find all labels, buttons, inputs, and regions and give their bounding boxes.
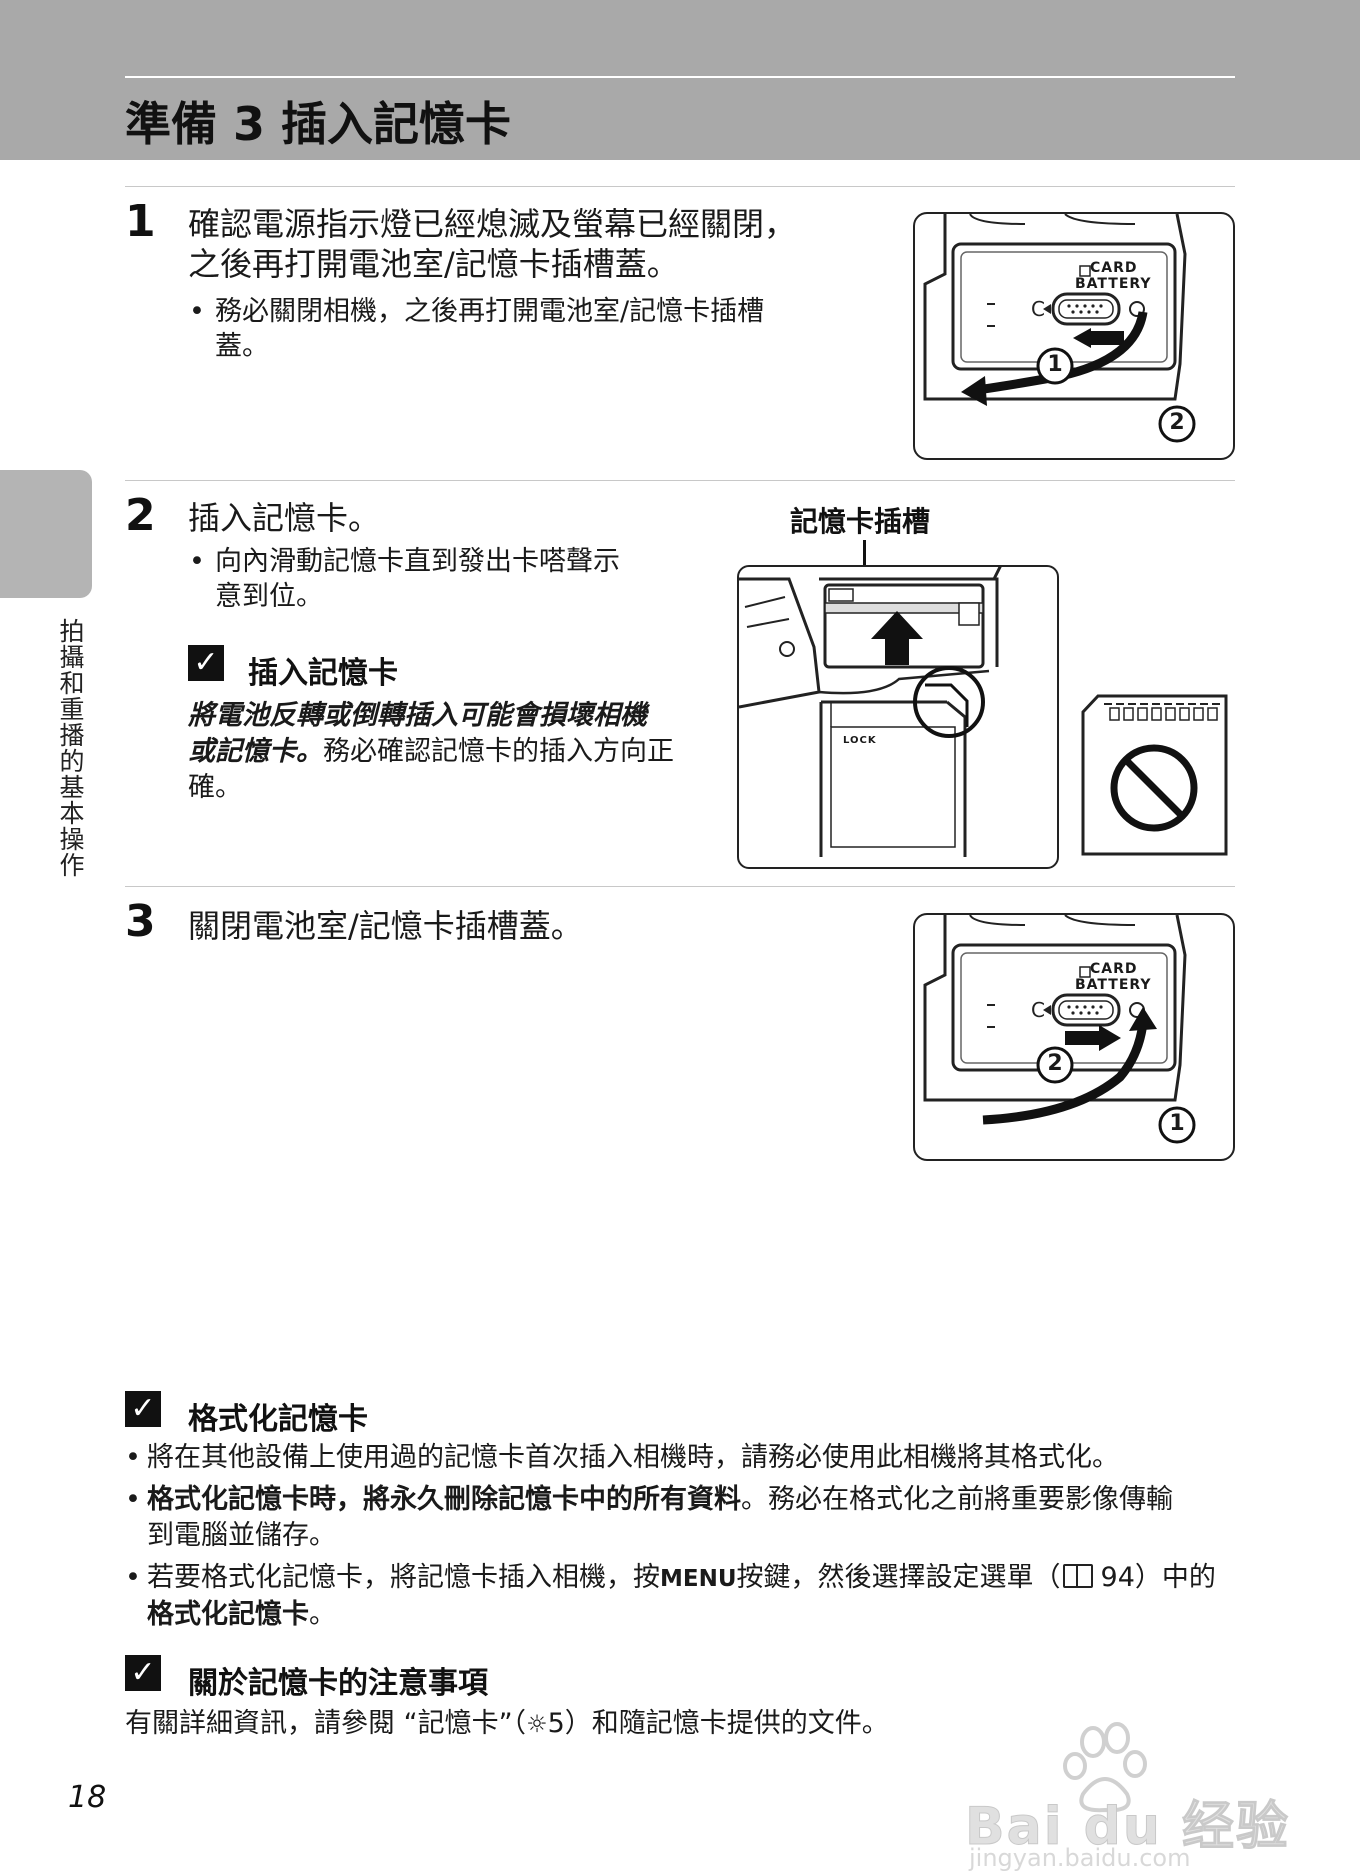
step-text-line: 確認電源指示燈已經熄滅及螢幕已經關閉， <box>188 205 797 243</box>
list-item-text: 若要格式化記憶卡，將記憶卡插入相機，按 <box>147 1562 660 1593</box>
side-tab-label: 拍攝和重播的基本操作 <box>56 618 85 878</box>
memory-note-title: 關於記憶卡的注意事項 <box>188 1666 488 1701</box>
list-item-text: 到電腦並儲存。 <box>147 1520 336 1551</box>
checkmark-icon: ✓ <box>188 645 224 681</box>
memory-note-text: ）和隨記憶卡提供的文件。 <box>564 1708 889 1739</box>
header-rule <box>125 76 1235 78</box>
svg-text:C: C <box>1031 998 1045 1022</box>
page-title: 準備 3 插入記憶卡 <box>125 97 512 151</box>
format-note-title: 格式化記憶卡 <box>188 1402 368 1437</box>
bullet-line: 務必關閉相機，之後再打開電池室/記憶卡插槽 <box>215 296 765 327</box>
bullet-item: • 向內滑動記憶卡直到發出卡嗒聲示 意到位。 <box>189 544 675 614</box>
note-line: 確。 <box>188 772 242 803</box>
step-marker: 1 <box>1047 352 1063 377</box>
step-number: 1 <box>125 196 156 247</box>
step-number: 3 <box>125 896 156 947</box>
lock-label: LOCK <box>843 735 877 746</box>
bullet-line: 向內滑動記憶卡直到發出卡嗒聲示 <box>215 546 620 577</box>
list-item-text: 。務必在格式化之前將重要影像傳輸 <box>741 1484 1173 1515</box>
step-instruction: 關閉電池室/記憶卡插槽蓋。 <box>188 907 583 945</box>
bullet-item: • 務必關閉相機，之後再打開電池室/記憶卡插槽 蓋。 <box>189 294 855 364</box>
wrong-orientation-illustration <box>1080 690 1234 858</box>
bullet-dot: • <box>189 546 205 577</box>
section-divider <box>125 186 1235 187</box>
note-title: 插入記憶卡 <box>248 656 398 691</box>
step-text-line: 之後再打開電池室/記憶卡插槽蓋。 <box>188 245 679 283</box>
note-line: 或記憶卡。務必確認記憶卡的插入方向正 <box>188 734 708 770</box>
svg-text:C: C <box>1031 297 1045 321</box>
list-item-text: 將在其他設備上使用過的記憶卡首次插入相機時，請務必使用此相機將其格式化。 <box>147 1442 1119 1473</box>
step-marker: 1 <box>1169 1111 1185 1136</box>
list-item-bold-text: 格式化記憶卡 <box>147 1599 309 1630</box>
side-tab <box>0 470 92 598</box>
list-item-text: 。 <box>309 1599 336 1630</box>
step-instruction: 確認電源指示燈已經熄滅及螢幕已經關閉， 之後再打開電池室/記憶卡插槽蓋。 <box>188 204 888 284</box>
card-slot-caption: 記憶卡插槽 <box>790 505 931 538</box>
bullet-line: 蓋。 <box>215 331 269 362</box>
note-text: 務必確認記憶卡的插入方向正 <box>323 736 674 767</box>
page-reference: 94 <box>1100 1562 1135 1593</box>
watermark-url: jingyan.baidu.com <box>969 1844 1191 1872</box>
checkmark-icon: ✓ <box>125 1391 161 1427</box>
bullet-dot: • <box>189 296 205 327</box>
note-warning-line: 將電池反轉或倒轉插入可能會損壞相機 <box>188 700 647 731</box>
step-instruction: 插入記憶卡。 <box>188 499 381 537</box>
note-warning-text: 或記憶卡。 <box>188 736 323 767</box>
bullet-line: 意到位。 <box>215 581 323 612</box>
list-item: • 若要格式化記憶卡，將記憶卡插入相機，按MENU按鍵，然後選擇設定選單（ 94）… <box>125 1560 1235 1633</box>
list-item: • 格式化記憶卡時，將永久刪除記憶卡中的所有資料。務必在格式化之前將重要影像傳輸… <box>125 1482 1235 1554</box>
list-item: • 將在其他設備上使用過的記憶卡首次插入相機時，請務必使用此相機將其格式化。 <box>125 1440 1235 1476</box>
section-divider <box>125 480 1235 481</box>
battery-label: BATTERY <box>1075 977 1152 993</box>
step-number: 2 <box>125 490 156 541</box>
paw-logo-icon <box>1063 1722 1147 1813</box>
memory-note-text: 有關詳細資訊，請參閱 “記憶卡”（ <box>125 1708 527 1739</box>
section-divider <box>125 886 1235 887</box>
card-insertion-illustration: LOCK <box>737 565 1059 869</box>
watermark-brand: Bai du 经验 <box>965 1797 1290 1858</box>
card-insertion-drawing <box>739 567 1002 857</box>
bullet-dot: • <box>125 1562 141 1593</box>
list-item-text: 按鍵，然後選擇設定選單（ <box>736 1562 1061 1593</box>
menu-key-label: MENU <box>660 1566 737 1592</box>
prohibited-card-drawing <box>1081 694 1228 856</box>
page-reference: 5 <box>547 1708 565 1739</box>
camera-cover-drawing: C <box>923 214 1196 443</box>
checkmark-icon: ✓ <box>125 1655 161 1691</box>
format-note-list: • 將在其他設備上使用過的記憶卡首次插入相機時，請務必使用此相機將其格式化。 •… <box>125 1440 1235 1639</box>
page-number: 18 <box>68 1780 107 1815</box>
card-label: CARD <box>1090 260 1138 276</box>
step-marker: 2 <box>1047 1051 1063 1076</box>
camera-cover-close-illustration: C CARD BATTERY 2 1 <box>913 913 1235 1161</box>
list-item-bold-text: 格式化記憶卡時，將永久刪除記憶卡中的所有資料 <box>147 1484 741 1515</box>
bullet-dot: • <box>125 1442 141 1473</box>
reference-icon: ☼ <box>526 1710 548 1738</box>
header-band <box>0 0 1360 160</box>
camera-cover-drawing: C <box>923 915 1196 1144</box>
card-label: CARD <box>1090 961 1138 977</box>
list-item-text: ）中的 <box>1134 1562 1216 1593</box>
note-body: 將電池反轉或倒轉插入可能會損壞相機 或記憶卡。務必確認記憶卡的插入方向正 確。 <box>188 698 708 806</box>
memory-note-body: 有關詳細資訊，請參閱 “記憶卡”（☼5）和隨記憶卡提供的文件。 <box>125 1706 889 1742</box>
step-marker: 2 <box>1169 410 1185 435</box>
battery-label: BATTERY <box>1075 276 1152 292</box>
camera-cover-open-illustration: C CARD BATTERY 1 2 <box>913 212 1235 460</box>
book-icon <box>1062 1564 1093 1588</box>
bullet-dot: • <box>125 1484 141 1515</box>
baidu-watermark: Bai du 经验 jingyan.baidu.com <box>965 1720 1295 1872</box>
